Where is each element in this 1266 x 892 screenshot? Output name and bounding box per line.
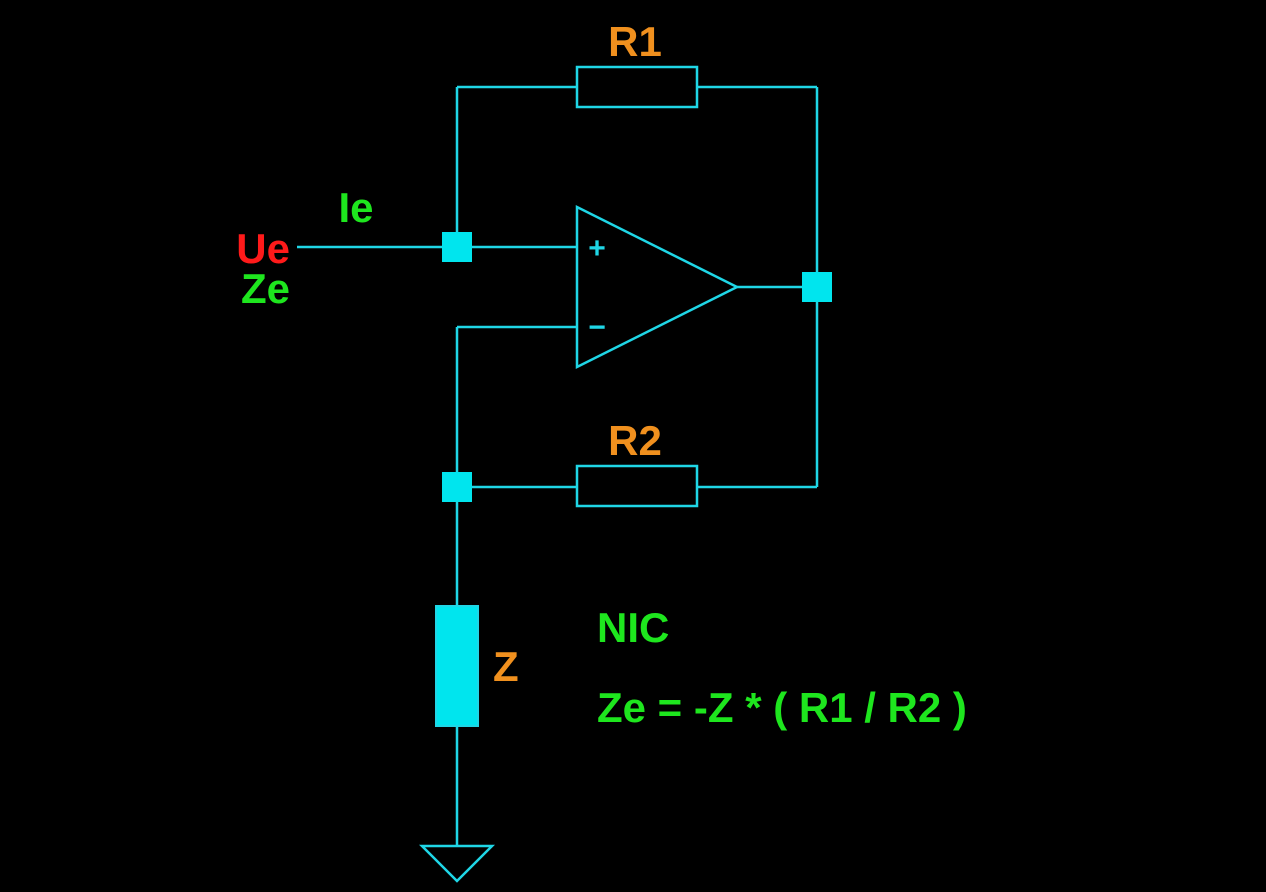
label-r1: R1 [608, 18, 662, 65]
junction-input [442, 232, 472, 262]
label-ze: Ze [241, 265, 290, 312]
wires [297, 85, 819, 846]
junction-output [802, 272, 832, 302]
resistor-r1 [575, 65, 699, 109]
label-ue: Ue [236, 225, 290, 272]
label-ie: Ie [338, 184, 373, 231]
label-z: Z [493, 643, 519, 690]
opamp-plus-sign: + [588, 232, 606, 265]
resistor-r2 [575, 464, 699, 508]
impedance-z [435, 605, 479, 727]
label-nic-title: NIC [597, 604, 669, 651]
label-r2: R2 [608, 417, 662, 464]
opamp-icon [575, 204, 740, 370]
opamp-minus-sign: − [588, 311, 606, 344]
ground-icon [418, 844, 496, 883]
label-formula: Ze = -Z * ( R1 / R2 ) [597, 684, 967, 731]
junction-r2-left [442, 472, 472, 502]
